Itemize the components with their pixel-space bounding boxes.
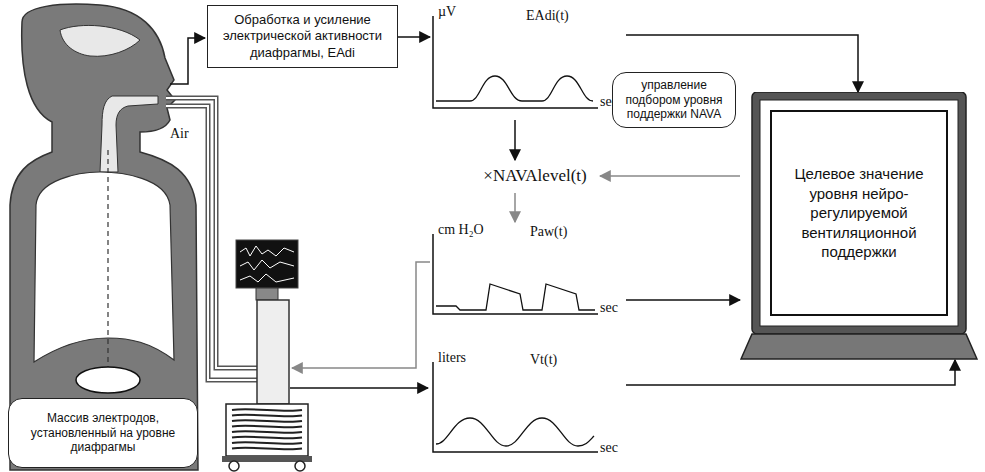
laptop-screen: Целевое значение уровня нейро-регулируем… [740, 92, 978, 360]
signal-graph: cm H₂O Paw(t) sec [430, 222, 626, 322]
connector-arrow [626, 360, 955, 385]
connector-arrow [514, 120, 516, 160]
node-text: Массив электродов, установленный на уров… [15, 411, 191, 454]
node-text: управление подбором уровня поддержки NAV… [619, 78, 729, 121]
connector-arrow [600, 175, 740, 177]
signal-graph: µVEAdi(t)sec [430, 4, 626, 120]
axis-label: Paw(t) [530, 224, 567, 241]
process-box: Обработка и усиление электрической актив… [207, 5, 398, 68]
callout-box: управление подбором уровня поддержки NAV… [612, 72, 736, 128]
node-text: ×NAVAlevel(t) [483, 166, 586, 186]
axis-label: Vt(t) [530, 352, 557, 369]
callout-box: Массив электродов, установленный на уров… [8, 398, 198, 468]
multiplier-node: ×NAVAlevel(t) [470, 160, 600, 193]
label-text: Air [170, 126, 189, 143]
ventilator [222, 240, 312, 471]
volume-line [290, 387, 428, 389]
connector-arrow [514, 193, 516, 222]
axis-label: EAdi(t) [526, 8, 569, 25]
node-text: Обработка и усиление электрической актив… [214, 12, 391, 61]
connector-arrow [398, 36, 430, 38]
axis-label: sec [600, 300, 618, 317]
signal-graph: liters Vt(t) sec [430, 350, 626, 462]
axis-label: cm H₂O [438, 222, 484, 239]
axis-label: sec [600, 440, 618, 457]
graph-axes [430, 350, 626, 462]
breathing-tubes [166, 98, 257, 380]
signal-line [170, 38, 205, 84]
axis-label: µV [438, 4, 456, 21]
axis-label: liters [438, 350, 466, 367]
node-text: Целевое значение уровня нейро-регулируем… [770, 110, 948, 316]
pressure-line [292, 262, 430, 368]
connector-arrow [626, 299, 740, 301]
